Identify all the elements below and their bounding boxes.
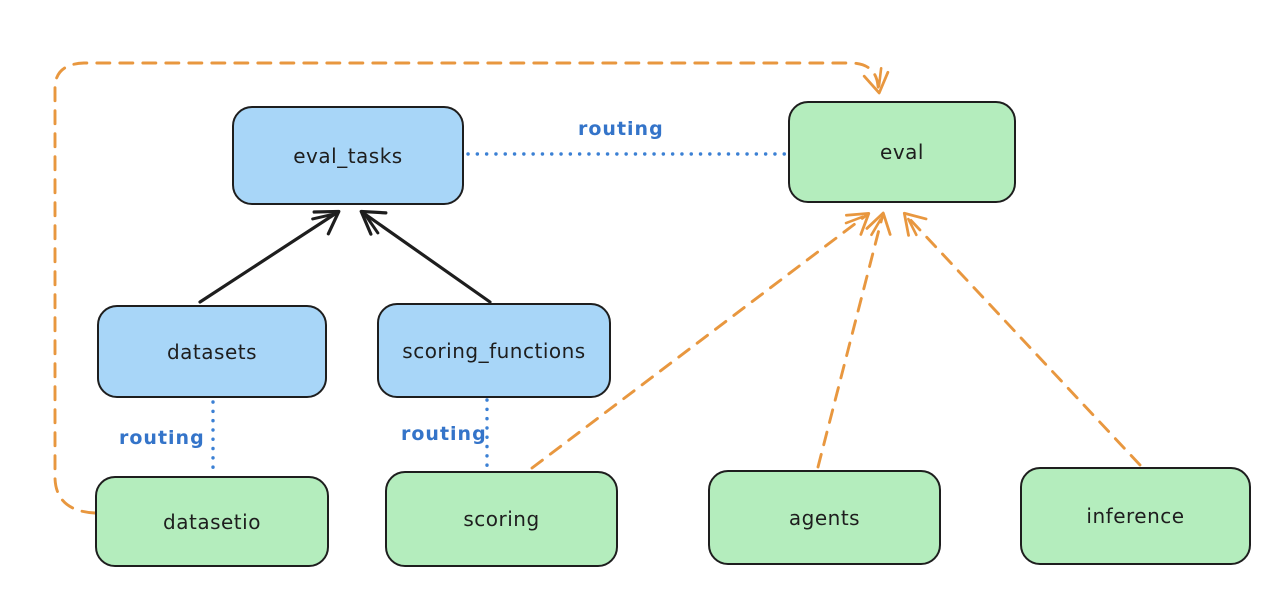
- node-inference[interactable]: inference: [1020, 467, 1251, 565]
- node-datasetio-label: datasetio: [163, 509, 261, 534]
- edge-scoring_functions-eval_tasks: [359, 209, 492, 304]
- edge-label-routing-eval-tasks-eval: routing: [578, 118, 664, 140]
- node-eval-tasks-label: eval_tasks: [293, 143, 403, 168]
- edge-datasets-eval_tasks: [198, 209, 341, 304]
- node-eval[interactable]: eval: [788, 101, 1016, 203]
- node-datasets[interactable]: datasets: [97, 305, 327, 398]
- node-scoring-functions-label: scoring_functions: [402, 338, 586, 363]
- node-datasetio[interactable]: datasetio: [95, 476, 329, 567]
- node-scoring[interactable]: scoring: [385, 471, 618, 567]
- node-eval-label: eval: [880, 140, 924, 164]
- edge-agents-eval: [816, 211, 892, 469]
- edge-label-routing-scoring-functions-scoring: routing: [401, 423, 487, 445]
- edge-inference-eval: [902, 211, 1142, 467]
- node-inference-label: inference: [1086, 504, 1185, 528]
- node-agents-label: agents: [788, 505, 861, 530]
- node-agents[interactable]: agents: [708, 470, 941, 565]
- edge-label-routing-datasets-datasetio: routing: [119, 427, 205, 449]
- node-scoring-label: scoring: [463, 507, 540, 531]
- node-scoring-functions[interactable]: scoring_functions: [377, 303, 611, 398]
- node-eval-tasks[interactable]: eval_tasks: [232, 106, 464, 205]
- node-datasets-label: datasets: [166, 339, 258, 364]
